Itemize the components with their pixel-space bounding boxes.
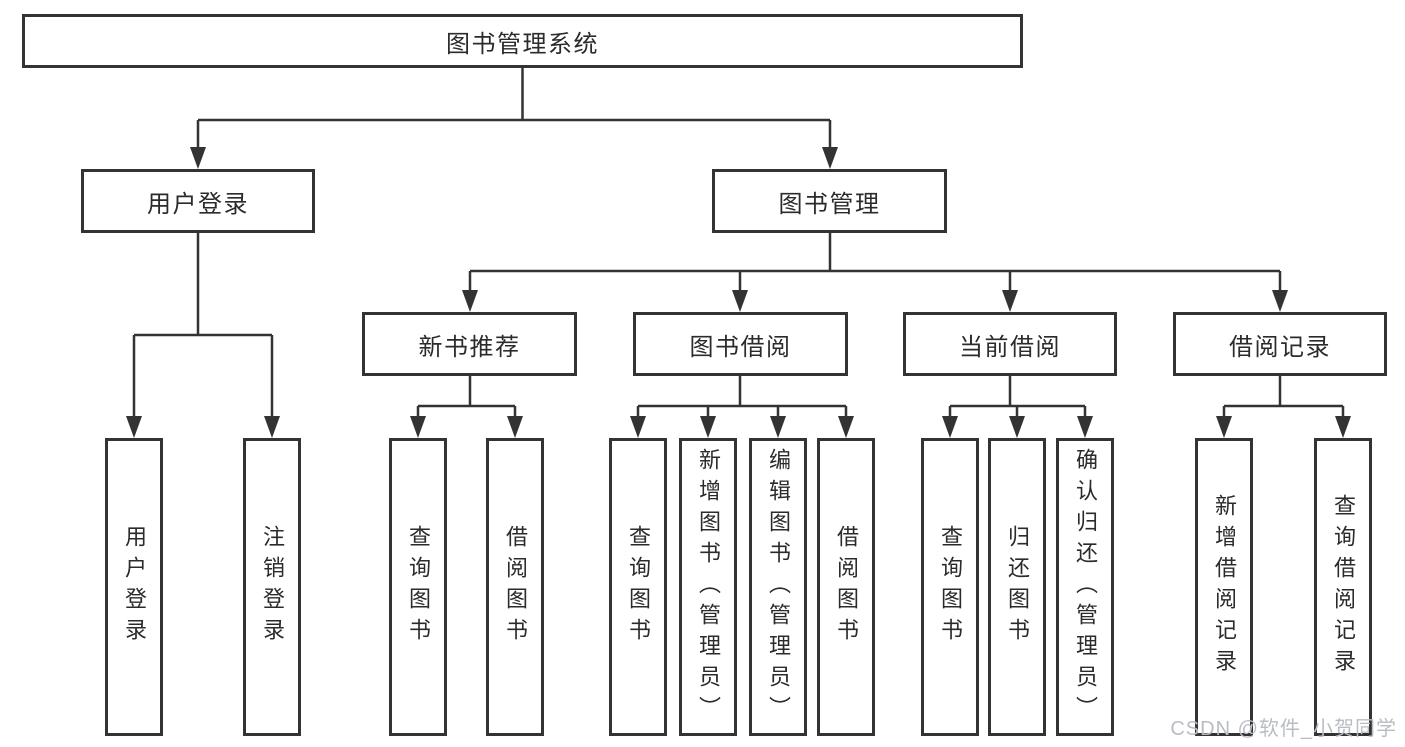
- node-book-borrow-label: 图书借阅: [689, 333, 792, 361]
- leaf-add-borrow-record-label: 新增借阅记录: [1212, 494, 1237, 680]
- leaf-return-book: 归还图书: [988, 438, 1046, 736]
- connector-new-book-recommend: [416, 376, 517, 424]
- leaf-borrow-books-label: 借阅图书: [834, 525, 859, 649]
- node-borrow-records-label: 借阅记录: [1229, 333, 1331, 361]
- leaf-query-borrow-record: 查询借阅记录: [1314, 438, 1372, 736]
- leaf-add-borrow-record: 新增借阅记录: [1195, 438, 1253, 736]
- leaf-borrow-books-recommend-label: 借阅图书: [503, 525, 528, 649]
- leaf-return-book-label: 归还图书: [1005, 525, 1030, 649]
- leaf-query-books-borrow-label: 查询图书: [626, 525, 651, 649]
- node-user-login-label: 用户登录: [147, 190, 249, 218]
- leaf-add-book-admin: 新增图书（管理员）: [679, 438, 737, 736]
- leaf-add-book-admin-label: 新增图书（管理员）: [696, 447, 721, 727]
- leaf-query-books-borrow: 查询图书: [609, 438, 667, 736]
- connector-book-borrow: [636, 376, 848, 424]
- node-library-system: 图书管理系统: [22, 14, 1023, 68]
- node-borrow-records: 借阅记录: [1173, 312, 1387, 376]
- leaf-confirm-return-admin: 确认归还（管理员）: [1056, 438, 1114, 736]
- watermark: CSDN @软件_小贺同学: [1170, 718, 1397, 740]
- leaf-query-books-current-label: 查询图书: [938, 525, 963, 649]
- leaf-query-books-recommend: 查询图书: [389, 438, 447, 736]
- node-current-borrow: 当前借阅: [903, 312, 1117, 376]
- connector-current-borrow: [948, 376, 1087, 424]
- leaf-query-books-recommend-label: 查询图书: [406, 525, 431, 649]
- node-book-borrow: 图书借阅: [633, 312, 848, 376]
- node-current-borrow-label: 当前借阅: [959, 333, 1061, 361]
- arrowheads: [126, 147, 1351, 438]
- leaf-edit-book-admin: 编辑图书（管理员）: [749, 438, 807, 736]
- leaf-query-books-current: 查询图书: [921, 438, 979, 736]
- leaf-borrow-books: 借阅图书: [817, 438, 875, 736]
- node-library-system-label: 图书管理系统: [446, 30, 599, 58]
- leaf-user-login: 用户登录: [105, 438, 163, 736]
- node-book-management-label: 图书管理: [778, 190, 881, 218]
- leaf-edit-book-admin-label: 编辑图书（管理员）: [766, 447, 791, 727]
- leaf-confirm-return-admin-label: 确认归还（管理员）: [1073, 447, 1098, 727]
- node-book-management: 图书管理: [712, 169, 947, 233]
- leaf-logout-label: 注销登录: [260, 525, 285, 649]
- leaf-query-borrow-record-label: 查询借阅记录: [1331, 494, 1356, 680]
- connector-borrow-records: [1222, 376, 1345, 424]
- node-user-login: 用户登录: [81, 169, 315, 233]
- connector-root: [196, 68, 832, 155]
- leaf-borrow-books-recommend: 借阅图书: [486, 438, 544, 736]
- connector-book-management: [468, 233, 1282, 298]
- connector-user-login: [132, 233, 274, 424]
- node-new-book-recommend: 新书推荐: [362, 312, 577, 376]
- node-new-book-recommend-label: 新书推荐: [418, 333, 521, 361]
- leaf-logout: 注销登录: [243, 438, 301, 736]
- leaf-user-login-label: 用户登录: [122, 525, 147, 649]
